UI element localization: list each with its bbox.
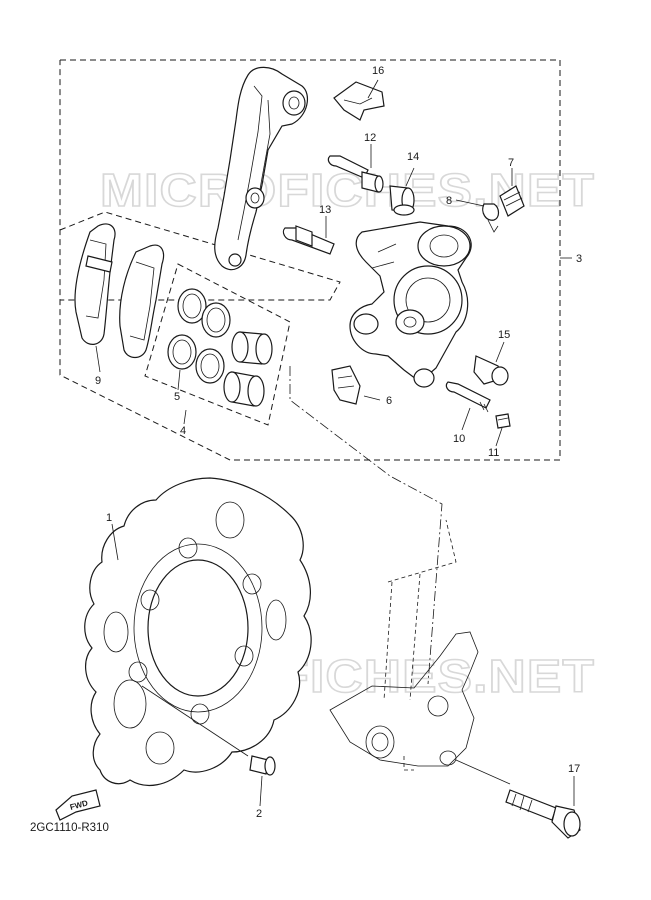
guide-pin-part-12 bbox=[327, 155, 384, 193]
callout-14: 14 bbox=[407, 151, 419, 163]
caliper-mount-bolt-part-17 bbox=[505, 789, 581, 839]
caliper-reference-outline bbox=[329, 631, 479, 767]
diagram-reference-code: 2GC1110-R310 bbox=[30, 822, 109, 834]
bleed-valve-part-7 bbox=[499, 185, 525, 217]
callout-9: 9 bbox=[95, 375, 101, 387]
piston-kit-boundary bbox=[144, 263, 291, 426]
callout-1: 1 bbox=[106, 512, 112, 524]
callout-17: 17 bbox=[568, 763, 580, 775]
caliper-piston-upper bbox=[231, 331, 273, 365]
disc-bolt-part-2 bbox=[249, 755, 276, 776]
callout-2: 2 bbox=[256, 808, 262, 820]
callout-12: 12 bbox=[364, 132, 376, 144]
caliper-piston-lower bbox=[223, 371, 265, 407]
callout-4: 4 bbox=[180, 425, 186, 437]
callout-3: 3 bbox=[576, 253, 582, 265]
caliper-assembly-boundary bbox=[59, 59, 561, 461]
callout-leaders bbox=[95, 79, 575, 807]
bushing-part-15 bbox=[473, 355, 509, 386]
callout-16: 16 bbox=[372, 65, 384, 77]
brake-disc-part-1 bbox=[84, 477, 312, 787]
piston-seal-kit-part-5 bbox=[167, 288, 231, 384]
centerline-caliper-to-fork bbox=[289, 366, 443, 685]
caliper-body bbox=[349, 221, 472, 388]
pad-spring-part-6 bbox=[331, 365, 361, 405]
leader-fork-to-bolt bbox=[455, 759, 511, 785]
callout-8: 8 bbox=[446, 195, 452, 207]
leader-disc-to-bolt bbox=[141, 685, 249, 757]
pad-kit-boundary bbox=[59, 211, 341, 301]
fork-leg-reference bbox=[383, 519, 457, 771]
caliper-bracket bbox=[214, 66, 309, 271]
callout-10: 10 bbox=[453, 433, 465, 445]
brake-pad-outer bbox=[119, 244, 165, 359]
brake-pad-inner bbox=[74, 223, 116, 345]
callout-5: 5 bbox=[174, 391, 180, 403]
callout-11: 11 bbox=[488, 447, 499, 459]
callout-13: 13 bbox=[319, 204, 331, 216]
callout-15: 15 bbox=[498, 329, 510, 341]
bleed-screw-part-14 bbox=[389, 185, 415, 216]
bleed-cap-part-8 bbox=[482, 203, 500, 233]
guide-pin-part-13 bbox=[282, 225, 335, 255]
callout-7: 7 bbox=[508, 157, 514, 169]
pad-pin-part-10 bbox=[445, 381, 491, 413]
callout-6: 6 bbox=[386, 395, 392, 407]
pad-clip-part-16 bbox=[333, 81, 385, 121]
plug-part-11 bbox=[495, 413, 511, 429]
forward-direction-arrow: FWD bbox=[55, 789, 101, 821]
